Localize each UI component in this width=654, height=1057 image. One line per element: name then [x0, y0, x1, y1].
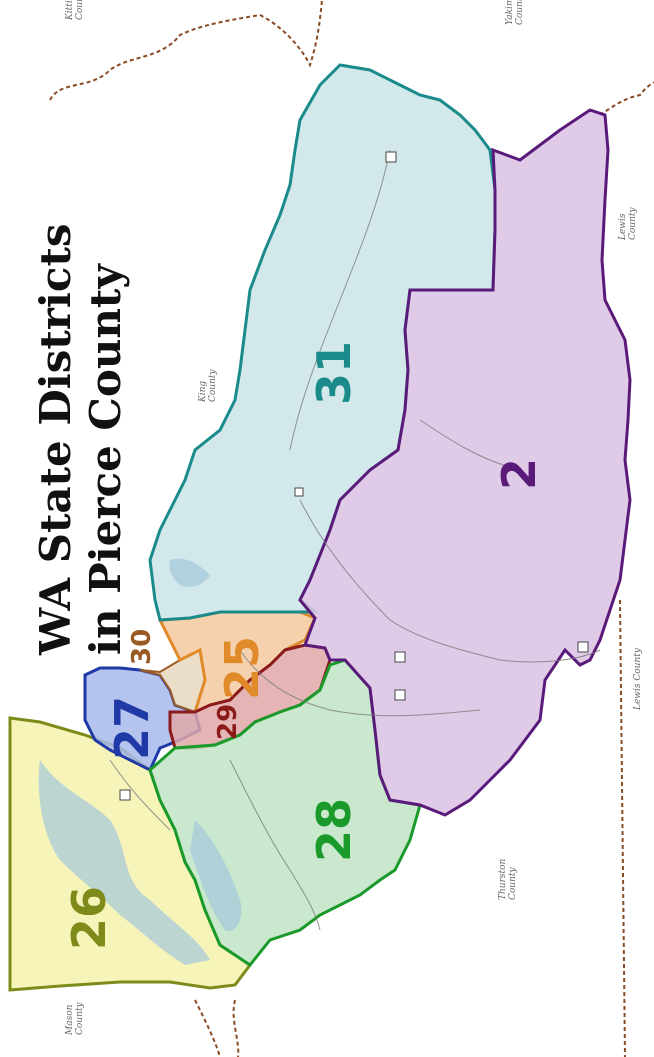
- road-1: [289, 149, 391, 451]
- county-label-yakima: Yakima County: [505, 0, 525, 25]
- district-label-27: 27: [105, 696, 159, 760]
- district-label-29: 29: [213, 704, 243, 740]
- district-label-25: 25: [215, 636, 269, 700]
- county-label-mason: Mason County: [65, 1001, 85, 1036]
- hwy-marker-1: [385, 151, 397, 163]
- county-labels: Kittitas County Yakima County King Count…: [65, 0, 643, 1036]
- road-network: [109, 149, 601, 931]
- county-label-lewis-bottom: Lewis County: [633, 647, 643, 711]
- highway-markers: [119, 151, 589, 801]
- county-label-king: King County: [198, 368, 218, 403]
- hwy-marker-2: [294, 487, 304, 497]
- kittitas-king-boundary: [49, 0, 323, 101]
- district-2-area: [298, 108, 632, 817]
- hwy-marker-5: [577, 641, 589, 653]
- hwy-marker-3: [394, 651, 406, 663]
- mason-boundary: [194, 999, 240, 1057]
- road-2: [299, 499, 601, 663]
- county-label-thurston: Thurston County: [498, 856, 518, 900]
- road-6: [419, 419, 521, 471]
- lake-water: [169, 558, 210, 587]
- yakima-lewis-boundary: [599, 81, 654, 116]
- district-label-31: 31: [307, 341, 361, 405]
- title-line-2: in Pierce County: [81, 263, 130, 655]
- road-5: [109, 759, 171, 831]
- district-labels: 26 27 30 29 25 28 31 2: [62, 341, 546, 950]
- title-line-1: WA State Districts: [31, 223, 80, 656]
- hwy-marker-4: [394, 689, 406, 701]
- map-title: WA State Districts in Pierce County: [31, 223, 130, 656]
- water-features: [38, 558, 242, 965]
- county-label-lewis-right: Lewis County: [618, 206, 638, 241]
- sound-water-2: [190, 820, 242, 931]
- district-label-28: 28: [307, 798, 361, 862]
- sound-water-1: [38, 760, 211, 965]
- hwy-marker-6: [119, 789, 131, 801]
- county-boundaries: [49, 0, 654, 1057]
- district-label-30: 30: [127, 629, 157, 665]
- thurston-lewis-boundary: [619, 599, 626, 1057]
- road-3: [239, 649, 481, 717]
- county-label-kittitas: Kittitas County: [65, 0, 85, 21]
- road-4: [229, 759, 321, 931]
- district-label-26: 26: [62, 886, 116, 950]
- district-label-2: 2: [492, 458, 546, 490]
